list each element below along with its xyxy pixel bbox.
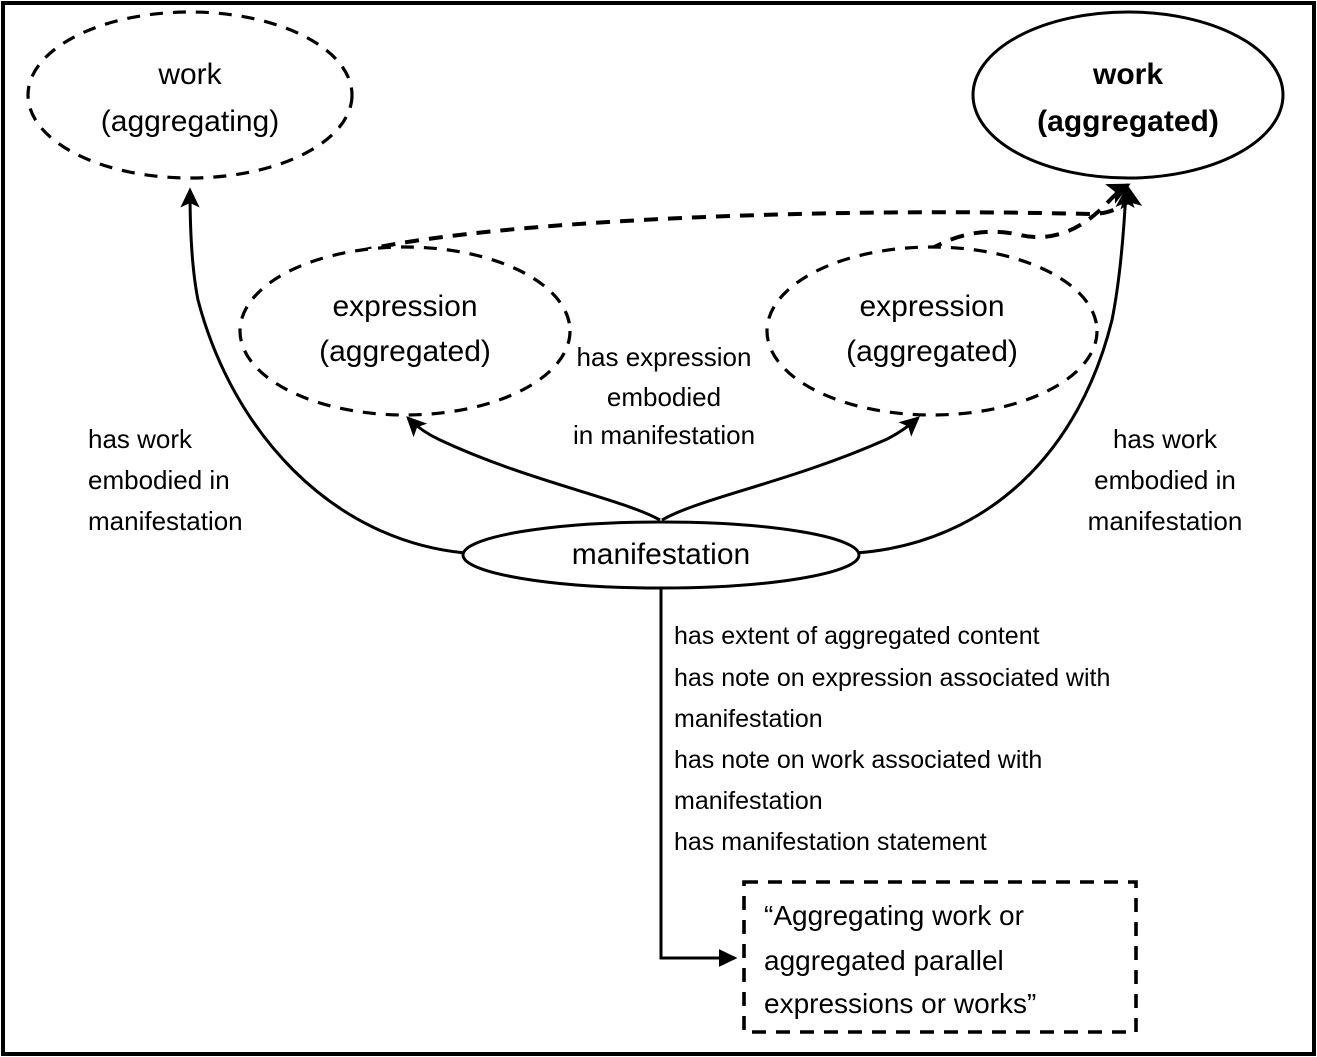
node-work-aggregated-line2: (aggregated) [1037,105,1219,138]
manifestation-property-line-6: has manifestation statement [674,828,987,856]
node-work-aggregating[interactable]: work (aggregating) [26,10,354,180]
edge-label-right-work-line2: embodied in [1094,465,1236,495]
edge-label-left-work-line3: manifestation [88,506,243,536]
node-expression-aggregated-right[interactable]: expression (aggregated) [765,245,1099,417]
edge-label-right-work-line1: has work [1113,424,1218,454]
manifestation-property-line-5: manifestation [674,787,823,815]
node-manifestation-shape [461,520,861,590]
manifestation-property-line-1: has extent of aggregated content [674,622,1040,650]
node-work-aggregating-line2: (aggregating) [101,105,279,138]
note-box-line3: expressions or works” [764,988,1036,1019]
note-box[interactable]: “Aggregating work or aggregated parallel… [742,880,1138,1034]
node-work-aggregated-shape [971,10,1285,180]
node-work-aggregating-line1: work [157,58,222,91]
node-expression-aggregated-left-line2: (aggregated) [319,335,491,368]
manifestation-property-list: has extent of aggregated content has not… [674,622,1110,856]
edge-label-center-expression-line3: in manifestation [573,420,755,450]
manifestation-property-line-4: has note on work associated with [674,746,1042,774]
node-manifestation[interactable]: manifestation [461,520,861,590]
edge-expression-right-to-work-aggregated [927,183,1131,252]
note-box-line2: aggregated parallel [764,945,1004,976]
node-expression-aggregated-right-line2: (aggregated) [846,335,1018,368]
edge-manifestation-to-expression-left [406,416,661,522]
edge-expression-left-to-work-aggregated [334,185,1143,260]
edge-manifestation-to-expression-right [661,416,920,522]
edge-manifestation-to-work-aggregated [855,187,1135,555]
node-manifestation-line1: manifestation [572,538,750,571]
edge-label-right-work-line3: manifestation [1088,506,1243,536]
node-expression-aggregated-left[interactable]: expression (aggregated) [238,245,572,417]
edge-manifestation-to-work-aggregating [180,187,466,555]
note-box-shape [742,880,1138,1034]
manifestation-property-line-3: manifestation [674,705,823,733]
node-work-aggregated[interactable]: work (aggregated) [971,10,1285,180]
note-box-line1: “Aggregating work or [764,900,1024,931]
manifestation-property-line-2: has note on expression associated with [674,664,1110,692]
node-expression-aggregated-right-shape [765,245,1099,417]
edge-label-left-work-line2: embodied in [88,465,230,495]
node-expression-aggregated-right-line1: expression [859,290,1004,323]
node-work-aggregated-line1: work [1092,58,1163,91]
edge-label-center-expression-line1: has expression [577,342,752,372]
edge-label-right-work: has work embodied in manifestation [1088,424,1243,536]
edge-label-center-expression: has expression embodied in manifestation [573,342,755,450]
node-expression-aggregated-left-shape [238,245,572,417]
node-expression-aggregated-left-line1: expression [332,290,477,323]
edge-label-left-work-line1: has work [88,424,193,454]
edge-label-center-expression-line2: embodied [607,382,721,412]
node-work-aggregating-shape [26,10,354,180]
edge-manifestation-to-note-box [659,586,738,967]
edge-label-left-work: has work embodied in manifestation [88,424,243,536]
